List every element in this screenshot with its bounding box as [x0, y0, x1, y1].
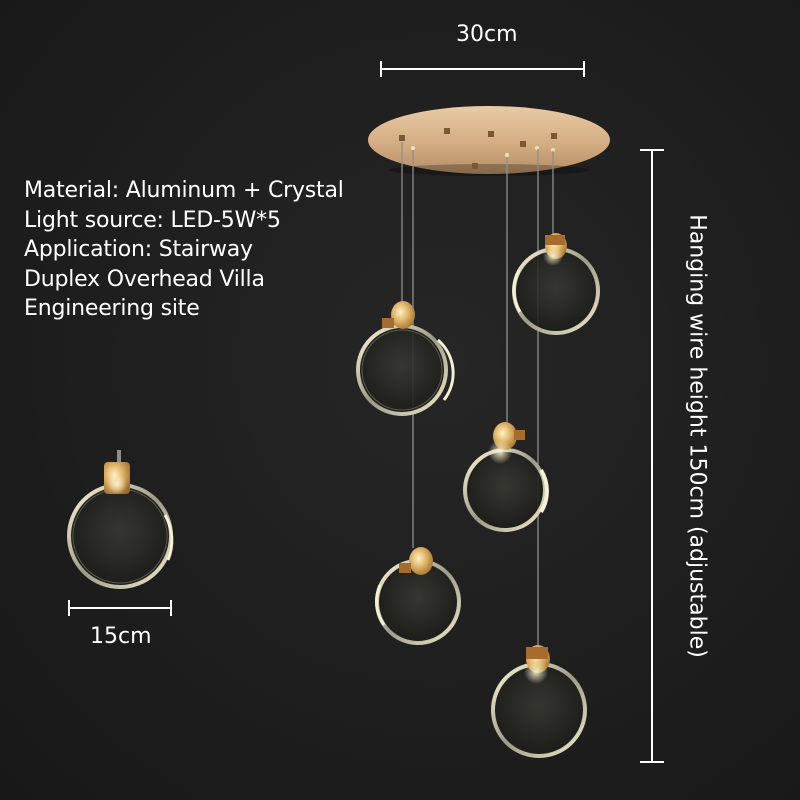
hanging-height-label: Hanging wire height 150cm (adjustable) [684, 214, 710, 658]
material-spec: Material: Aluminum + Crystal [24, 178, 344, 203]
crystal-pendant-5 [491, 645, 587, 758]
pendant-diameter-label: 15cm [90, 624, 152, 649]
canopy-width-label: 30cm [456, 22, 518, 47]
crystal-pendant-3 [463, 422, 549, 532]
hanging-height-dimension-line [640, 149, 664, 763]
pendant-diameter-dimension-line [68, 600, 172, 616]
crystal-pendant-4 [375, 547, 461, 645]
canopy-width-dimension-line [380, 61, 585, 77]
application-spec-2: Duplex Overhead Villa [24, 266, 265, 292]
light-source-spec: Light source: LED-5W*5 [24, 207, 281, 233]
ceiling-canopy [368, 106, 610, 176]
crystal-pendant-1 [356, 301, 455, 416]
specifications-text: Material: Aluminum + Crystal Light sourc… [24, 176, 344, 324]
application-spec: Application: Stairway [24, 237, 253, 262]
crystal-pendant-2 [512, 233, 600, 335]
single-pendant-detail [67, 450, 174, 589]
application-spec-3: Engineering site [24, 296, 200, 321]
